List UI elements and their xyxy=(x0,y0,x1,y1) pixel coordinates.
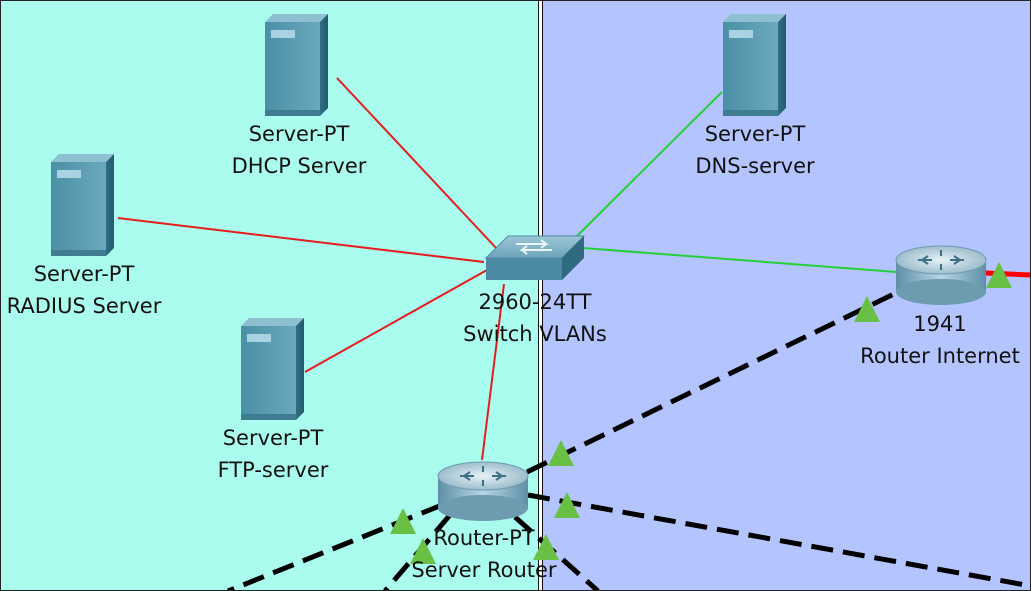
server-icon[interactable] xyxy=(51,154,114,256)
server-icon[interactable] xyxy=(265,14,328,116)
link-status-up-icon xyxy=(854,296,880,322)
switch-label[interactable]: 2960-24TT Switch VLANs xyxy=(463,286,607,350)
router-internet-label[interactable]: 1941 Router Internet xyxy=(860,308,1020,372)
device-name: Switch VLANs xyxy=(463,322,607,346)
link-status-up-icon xyxy=(390,508,416,534)
device-model: Server-PT xyxy=(248,122,350,146)
device-model: Server-PT xyxy=(704,122,806,146)
link-status-up-icon xyxy=(548,440,574,466)
device-name: Router Internet xyxy=(860,344,1020,368)
dns-server-label[interactable]: Server-PT DNS-server xyxy=(695,118,814,182)
link-status-up-icon xyxy=(986,262,1012,288)
device-model: Router-PT xyxy=(433,526,535,550)
router-icon[interactable] xyxy=(895,245,987,305)
device-name: DNS-server xyxy=(695,154,815,178)
device-name: Server Router xyxy=(411,558,557,582)
server-icon[interactable] xyxy=(241,318,304,420)
dhcp-server-label[interactable]: Server-PT DHCP Server xyxy=(232,118,367,182)
ftp-server-label[interactable]: Server-PT FTP-server xyxy=(218,422,329,486)
device-model: Server-PT xyxy=(33,262,135,286)
server-icon[interactable] xyxy=(723,14,786,116)
link-switch-routerinternet[interactable] xyxy=(582,247,897,273)
link-dns-switch[interactable] xyxy=(576,91,723,237)
link-serverrouter-southeast[interactable] xyxy=(513,515,600,591)
server-router-label[interactable]: Router-PT Server Router xyxy=(411,522,556,586)
link-status-up-icon xyxy=(410,538,436,564)
router-icon[interactable] xyxy=(437,461,529,521)
link-status-up-icon xyxy=(554,492,580,518)
link-serverrouter-east[interactable] xyxy=(527,492,1031,589)
link-serverrouter-southwest[interactable] xyxy=(227,502,443,591)
zone-divider-line xyxy=(538,0,539,591)
link-serverrouter-switch[interactable] xyxy=(481,283,505,461)
device-model: 2960-24TT xyxy=(478,290,592,314)
link-routerinternet-isp[interactable] xyxy=(984,270,1031,278)
device-name: DHCP Server xyxy=(231,154,367,178)
link-radius-switch[interactable] xyxy=(117,217,485,263)
device-model: 1941 xyxy=(913,312,967,336)
link-serverrouter-routerinternet[interactable] xyxy=(525,289,900,475)
device-name: RADIUS Server xyxy=(6,294,162,318)
switch-icon[interactable] xyxy=(484,235,586,280)
device-name: FTP-server xyxy=(217,458,329,482)
zone-divider-line xyxy=(542,0,543,591)
link-dhcp-switch[interactable] xyxy=(336,77,499,251)
device-model: Server-PT xyxy=(222,426,324,450)
radius-server-label[interactable]: Server-PT RADIUS Server xyxy=(7,258,162,322)
link-status-up-icon xyxy=(533,534,559,560)
link-ftp-switch[interactable] xyxy=(304,269,488,373)
